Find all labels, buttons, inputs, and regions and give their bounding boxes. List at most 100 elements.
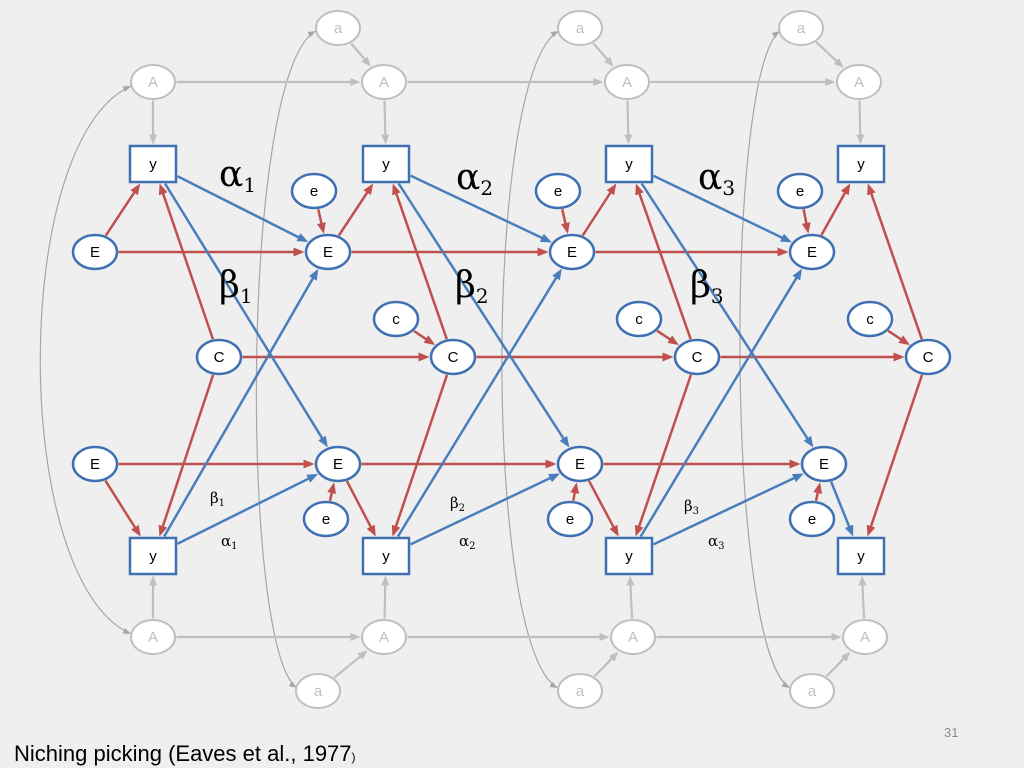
blue-path-arrow: [829, 481, 854, 537]
covariance-curve: [501, 30, 560, 689]
variable-label: C: [692, 349, 703, 366]
latent-variable-a: a: [778, 10, 824, 46]
latent-variable-e: e: [788, 500, 836, 538]
red-path-arrow: [560, 208, 570, 234]
beta-coefficient-label: β3: [684, 497, 699, 517]
latent-variable-C: C: [904, 338, 952, 376]
variable-label: a: [314, 683, 323, 700]
variable-ellipse: [800, 445, 848, 483]
red-path-arrow: [391, 374, 449, 537]
variable-ellipse: [604, 64, 650, 100]
variable-label: A: [860, 629, 870, 646]
latent-variable-A: A: [836, 64, 882, 100]
red-path-arrow: [820, 183, 851, 236]
variable-ellipse: [548, 233, 596, 271]
observed-variable-y: y: [836, 536, 886, 576]
variable-ellipse: [130, 619, 176, 655]
latent-variable-E: E: [304, 233, 352, 271]
variable-label: E: [323, 244, 333, 261]
gray-path-arrow: [333, 650, 368, 679]
variable-ellipse: [615, 300, 663, 338]
variable-label: A: [854, 74, 864, 91]
latent-variable-a: a: [789, 673, 835, 709]
red-path-arrow: [392, 183, 448, 340]
red-path-arrow: [887, 329, 910, 346]
gray-path-arrow: [624, 100, 633, 145]
coefficient-subscript: 1: [219, 498, 225, 509]
observed-variable-y: y: [128, 144, 178, 184]
latent-variable-c: c: [372, 300, 420, 338]
variable-label: a: [576, 683, 585, 700]
coefficient-subscript: 2: [476, 284, 489, 308]
blue-path-arrow: [176, 175, 309, 243]
latent-variable-A: A: [130, 619, 176, 655]
gray-path-arrow: [626, 575, 635, 619]
variable-label: y: [382, 156, 390, 173]
gray-path-arrow: [381, 575, 390, 619]
variable-ellipse: [778, 10, 824, 46]
beta-coefficient-label: β3: [690, 265, 724, 308]
variable-label: E: [807, 244, 817, 261]
caption-closing-paren: ): [351, 750, 356, 764]
variable-ellipse: [534, 172, 582, 210]
variable-label: a: [576, 20, 585, 37]
blue-path-arrow: [176, 473, 319, 545]
blue-path-arrow: [396, 268, 562, 538]
red-path-arrow: [327, 482, 337, 502]
variable-label: e: [322, 511, 330, 528]
caption-text: Niching picking (Eaves et al., 1977: [14, 741, 352, 766]
variable-ellipse: [846, 300, 894, 338]
variable-label: y: [149, 548, 157, 565]
alpha-coefficient-label: α1: [221, 532, 238, 552]
coefficient-subscript: 1: [231, 541, 237, 552]
latent-variable-a: a: [557, 673, 603, 709]
coefficient-subscript: 2: [459, 503, 465, 514]
red-path-arrow: [813, 482, 823, 502]
blue-path-arrow: [652, 174, 792, 243]
coefficient-subscript: 3: [722, 176, 735, 200]
red-path-arrow: [413, 329, 436, 346]
red-path-arrow: [581, 183, 617, 237]
variable-ellipse: [71, 445, 119, 483]
variable-ellipse: [776, 172, 824, 210]
beta-coefficient-label: β1: [219, 265, 253, 308]
slide-number: 31: [944, 725, 959, 740]
variable-ellipse: [429, 338, 477, 376]
variable-box: [128, 536, 178, 576]
coefficient-symbol: α: [456, 157, 480, 198]
variable-label: c: [392, 311, 400, 328]
variable-ellipse: [195, 338, 243, 376]
variable-box: [361, 144, 411, 184]
coefficient-symbol: α: [219, 154, 243, 195]
coefficient-symbol: β: [450, 494, 459, 512]
latent-variable-E: E: [314, 445, 362, 483]
variable-label: e: [808, 511, 816, 528]
variable-box: [128, 144, 178, 184]
coefficient-symbol: β: [455, 265, 476, 306]
variable-label: A: [379, 629, 389, 646]
variable-label: C: [214, 349, 225, 366]
red-path-arrow: [104, 183, 141, 237]
red-path-arrow: [316, 208, 326, 234]
latent-variable-E: E: [548, 233, 596, 271]
blue-path-arrow: [652, 473, 804, 546]
observed-variable-y: y: [361, 536, 411, 576]
latent-variable-a: a: [557, 10, 603, 46]
variable-ellipse: [557, 673, 603, 709]
variable-box: [836, 536, 886, 576]
variable-label: y: [625, 548, 633, 565]
coefficient-symbol: α: [698, 157, 722, 198]
variable-label: e: [310, 183, 318, 200]
gray-path-arrow: [381, 100, 390, 145]
variable-label: y: [382, 548, 390, 565]
path-arrows: [104, 41, 924, 679]
latent-variable-a: a: [295, 673, 341, 709]
variable-label: y: [149, 156, 157, 173]
coefficient-subscript: 3: [693, 506, 699, 517]
variable-label: E: [90, 456, 100, 473]
latent-variable-E: E: [800, 445, 848, 483]
observed-variable-y: y: [604, 536, 654, 576]
